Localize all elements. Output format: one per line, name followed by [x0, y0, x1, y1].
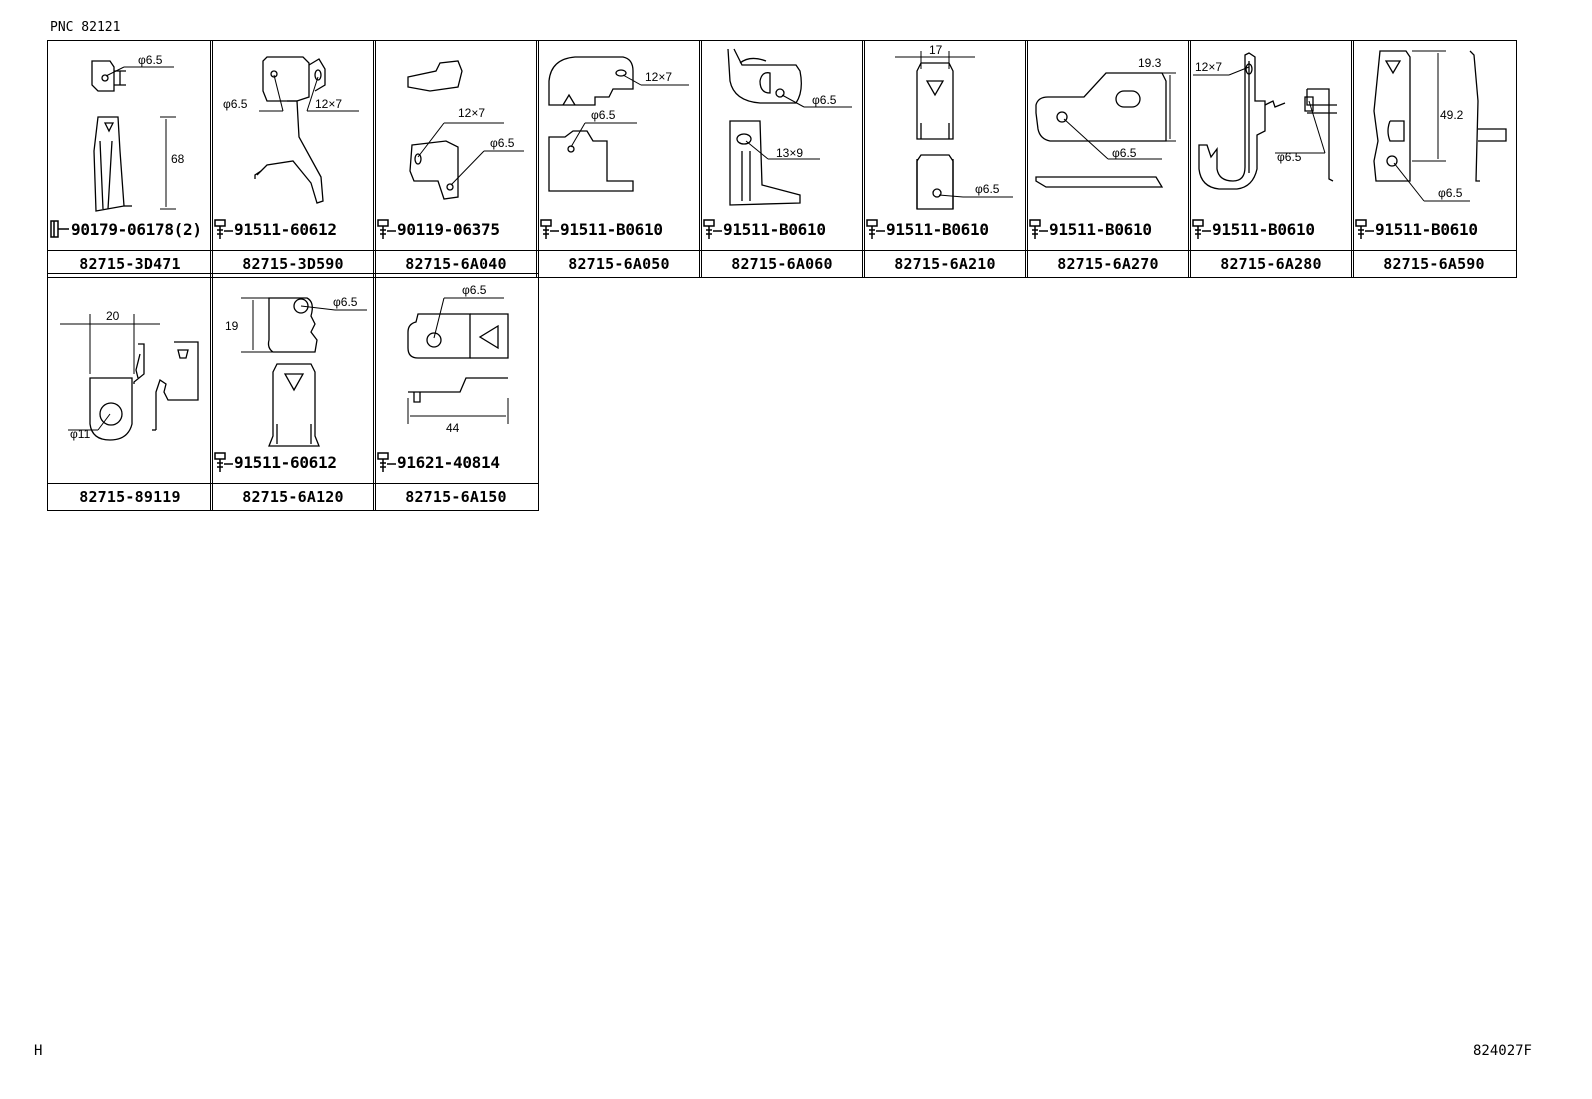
- dim-label: 12×7: [1195, 60, 1222, 74]
- bolt-number: 91511-B0610: [886, 219, 989, 239]
- bolt-icon: [377, 452, 396, 472]
- bolt-icon: [214, 219, 233, 239]
- bolt-icon: [540, 219, 559, 239]
- part-number: 82715-6A040: [374, 250, 538, 277]
- footer-left-code: H: [34, 1043, 43, 1059]
- dim-label: φ6.5: [138, 53, 163, 67]
- bolt-icon: [866, 219, 885, 239]
- part-cell-3d590[interactable]: φ6.5 12×7 91511-60612 82715-3D590: [210, 40, 376, 278]
- part-number: 82715-6A120: [211, 483, 375, 510]
- dim-label: φ6.5: [975, 182, 1000, 196]
- part-cell-3d471[interactable]: φ6.5 68 90179-06178(2) 82715-3D471: [47, 40, 213, 278]
- part-cell-6a280[interactable]: 12×7 φ6.5 91511-B0610 82715-6A280: [1188, 40, 1354, 278]
- bolt-callout: 91511-B0610: [1027, 216, 1191, 242]
- dim-label: 12×7: [458, 106, 485, 120]
- footer-right-code: 824027F: [1472, 1043, 1532, 1059]
- dim-label: φ11: [70, 427, 91, 441]
- part-number: 82715-6A590: [1352, 250, 1516, 277]
- bolt-callout: 91621-40814: [375, 449, 539, 475]
- bolt-icon: [1192, 219, 1211, 239]
- dim-label: 68: [171, 152, 185, 166]
- dim-label: 17: [929, 43, 943, 57]
- part-cell-6a060[interactable]: φ6.5 13×9 91511-B0610 82715-6A060: [699, 40, 865, 278]
- bolt-icon: [50, 220, 69, 238]
- bracket-drawing: 20 φ11: [60, 309, 199, 441]
- bolt-callout: 91511-B0610: [1190, 216, 1354, 242]
- part-number: 82715-89119: [48, 483, 212, 510]
- part-number: 82715-3D590: [211, 250, 375, 277]
- bolt-icon: [703, 219, 722, 239]
- dim-label: φ6.5: [333, 295, 358, 309]
- part-number: 82715-6A150: [374, 483, 538, 510]
- bracket-drawing: 19 φ6.5: [225, 295, 367, 447]
- bracket-drawing: 12×7 φ6.5: [1193, 52, 1337, 190]
- dim-label: φ6.5: [1438, 186, 1463, 200]
- part-number: 82715-6A280: [1189, 250, 1353, 277]
- dim-label: 20: [106, 309, 120, 323]
- dim-label: φ6.5: [812, 93, 837, 107]
- bracket-drawing: φ6.5 13×9: [727, 48, 852, 206]
- dim-label: 12×7: [315, 97, 342, 111]
- dim-label: 44: [446, 421, 460, 435]
- bolt-icon: [1355, 219, 1374, 239]
- dim-label: φ6.5: [462, 283, 487, 297]
- bolt-number: 91511-B0610: [1375, 219, 1478, 239]
- part-cell-6a150[interactable]: φ6.5 44 91621-40814 82715-6A150: [373, 273, 539, 511]
- dim-label: 19.3: [1138, 56, 1162, 70]
- bracket-drawing: 17 φ6.5: [895, 43, 1013, 210]
- bolt-number: 91511-B0610: [560, 219, 663, 239]
- dim-label: 19: [225, 319, 239, 333]
- part-number: 82715-6A060: [700, 250, 864, 277]
- bolt-number: 91511-B0610: [1212, 219, 1315, 239]
- bracket-drawing: 49.2 φ6.5: [1373, 50, 1507, 202]
- bolt-callout: 91511-B0610: [864, 216, 1028, 242]
- bolt-callout: 90119-06375: [375, 216, 539, 242]
- dim-label: 49.2: [1440, 108, 1464, 122]
- bolt-number: 91511-B0610: [1049, 219, 1152, 239]
- part-number: 82715-6A050: [537, 250, 701, 277]
- bolt-number: 91621-40814: [397, 452, 500, 472]
- dim-label: φ6.5: [591, 108, 616, 122]
- bolt-callout: 91511-B0610: [701, 216, 865, 242]
- bolt-callout: 91511-B0610: [538, 216, 702, 242]
- bolt-number: 91511-B0610: [723, 219, 826, 239]
- bolt-icon: [377, 219, 396, 239]
- part-cell-6a270[interactable]: 19.3 φ6.5 91511-B0610 82715-6A270: [1025, 40, 1191, 278]
- part-cell-6a050[interactable]: 12×7 φ6.5 91511-B0610 82715-6A050: [536, 40, 702, 278]
- bolt-callout: 91511-B0610: [1353, 216, 1517, 242]
- bolt-number: 90179-06178(2): [71, 219, 202, 239]
- dim-label: φ6.5: [1112, 146, 1137, 160]
- part-cell-6a590[interactable]: 49.2 φ6.5 91511-B0610 82715-6A590: [1351, 40, 1517, 278]
- part-number: 82715-6A210: [863, 250, 1027, 277]
- part-cell-89119[interactable]: 20 φ11 82715-89119: [47, 273, 213, 511]
- part-number: 82715-3D471: [48, 250, 212, 277]
- bracket-drawing: 12×7 φ6.5: [548, 56, 689, 192]
- dim-label: 12×7: [645, 70, 672, 84]
- bolt-number: 90119-06375: [397, 219, 500, 239]
- part-number: 82715-6A270: [1026, 250, 1190, 277]
- bracket-drawing: φ6.5 44: [407, 283, 509, 435]
- bolt-number: 91511-60612: [234, 219, 337, 239]
- part-cell-6a120[interactable]: 19 φ6.5 91511-60612 82715-6A120: [210, 273, 376, 511]
- part-cell-6a040[interactable]: 12×7 φ6.5 90119-06375 82715-6A040: [373, 40, 539, 278]
- bolt-icon: [1029, 219, 1048, 239]
- dim-label: φ6.5: [1277, 150, 1302, 164]
- dim-label: φ6.5: [490, 136, 515, 150]
- bracket-drawing: φ6.5 12×7: [223, 56, 359, 204]
- bolt-callout: 90179-06178(2): [49, 216, 213, 242]
- bracket-drawing: φ6.5 68: [91, 53, 185, 212]
- bracket-drawing: 12×7 φ6.5: [407, 60, 524, 200]
- bolt-callout: 91511-60612: [212, 449, 376, 475]
- bolt-number: 91511-60612: [234, 452, 337, 472]
- bolt-icon: [214, 452, 233, 472]
- bolt-callout: 91511-60612: [212, 216, 376, 242]
- pnc-label: PNC 82121: [50, 20, 121, 35]
- dim-label: 13×9: [776, 146, 803, 160]
- dim-label: φ6.5: [223, 97, 248, 111]
- bolt-callout: [49, 449, 213, 475]
- part-cell-6a210[interactable]: 17 φ6.5 91511-B0610 82715-6A210: [862, 40, 1028, 278]
- bracket-drawing: 19.3 φ6.5: [1035, 56, 1176, 188]
